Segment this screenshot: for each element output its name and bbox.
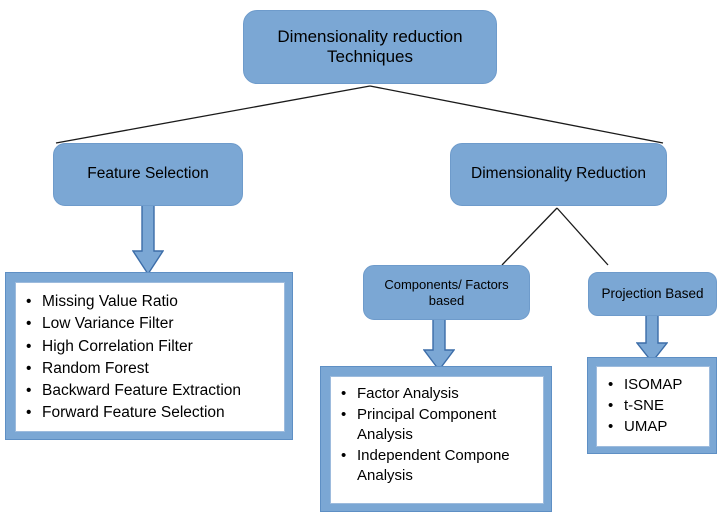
list-item: Independent Compone Analysis — [337, 446, 543, 487]
node-components-factors-based[interactable]: Components/ Factors based — [363, 265, 530, 320]
node-label-dimensionality-reduction: Dimensionality Reduction — [471, 165, 646, 183]
panel-inner-components-factors: Factor Analysis Principal Component Anal… — [330, 376, 544, 504]
node-label-root: Dimensionality reduction Techniques — [277, 26, 463, 66]
arrow-feature-selection-to-list — [132, 203, 164, 276]
list-item: Backward Feature Extraction — [22, 380, 280, 403]
list-item: Low Variance Filter — [22, 313, 280, 336]
connector-dimensionality-reduction-to-projection-based — [556, 207, 609, 266]
connector-root-to-feature-selection — [55, 85, 371, 144]
list-item: UMAP — [604, 416, 709, 437]
list-item: t-SNE — [604, 395, 709, 416]
list-components-factors-methods: Factor Analysis Principal Component Anal… — [331, 377, 543, 487]
panel-projection-based-methods: ISOMAP t-SNE UMAP — [587, 357, 717, 454]
panel-components-factors-methods: Factor Analysis Principal Component Anal… — [320, 366, 552, 512]
node-label-projection-based: Projection Based — [601, 286, 704, 302]
list-item: Principal Component Analysis — [337, 405, 543, 446]
list-projection-based-methods: ISOMAP t-SNE UMAP — [597, 367, 709, 437]
list-item: Forward Feature Selection — [22, 402, 280, 425]
node-label-feature-selection: Feature Selection — [87, 165, 209, 183]
connector-dimensionality-reduction-to-components-factors — [501, 207, 558, 266]
list-feature-selection-methods: Missing Value Ratio Low Variance Filter … — [16, 283, 284, 425]
connector-root-to-dimensionality-reduction — [369, 85, 664, 144]
node-projection-based[interactable]: Projection Based — [588, 272, 717, 316]
list-item: High Correlation Filter — [22, 336, 280, 359]
node-label-components-factors-based: Components/ Factors based — [384, 277, 509, 308]
panel-inner-feature-selection: Missing Value Ratio Low Variance Filter … — [15, 282, 285, 432]
node-dimensionality-reduction-techniques[interactable]: Dimensionality reduction Techniques — [243, 10, 497, 84]
list-item: ISOMAP — [604, 374, 709, 395]
arrow-projection-based-to-list — [636, 313, 668, 364]
list-item: Missing Value Ratio — [22, 291, 280, 314]
node-feature-selection[interactable]: Feature Selection — [53, 143, 243, 206]
list-item: Random Forest — [22, 358, 280, 381]
node-dimensionality-reduction[interactable]: Dimensionality Reduction — [450, 143, 667, 206]
arrow-components-factors-to-list — [423, 317, 455, 372]
panel-inner-projection-based: ISOMAP t-SNE UMAP — [596, 366, 710, 447]
list-item: Factor Analysis — [337, 384, 543, 405]
panel-feature-selection-methods: Missing Value Ratio Low Variance Filter … — [5, 272, 293, 440]
